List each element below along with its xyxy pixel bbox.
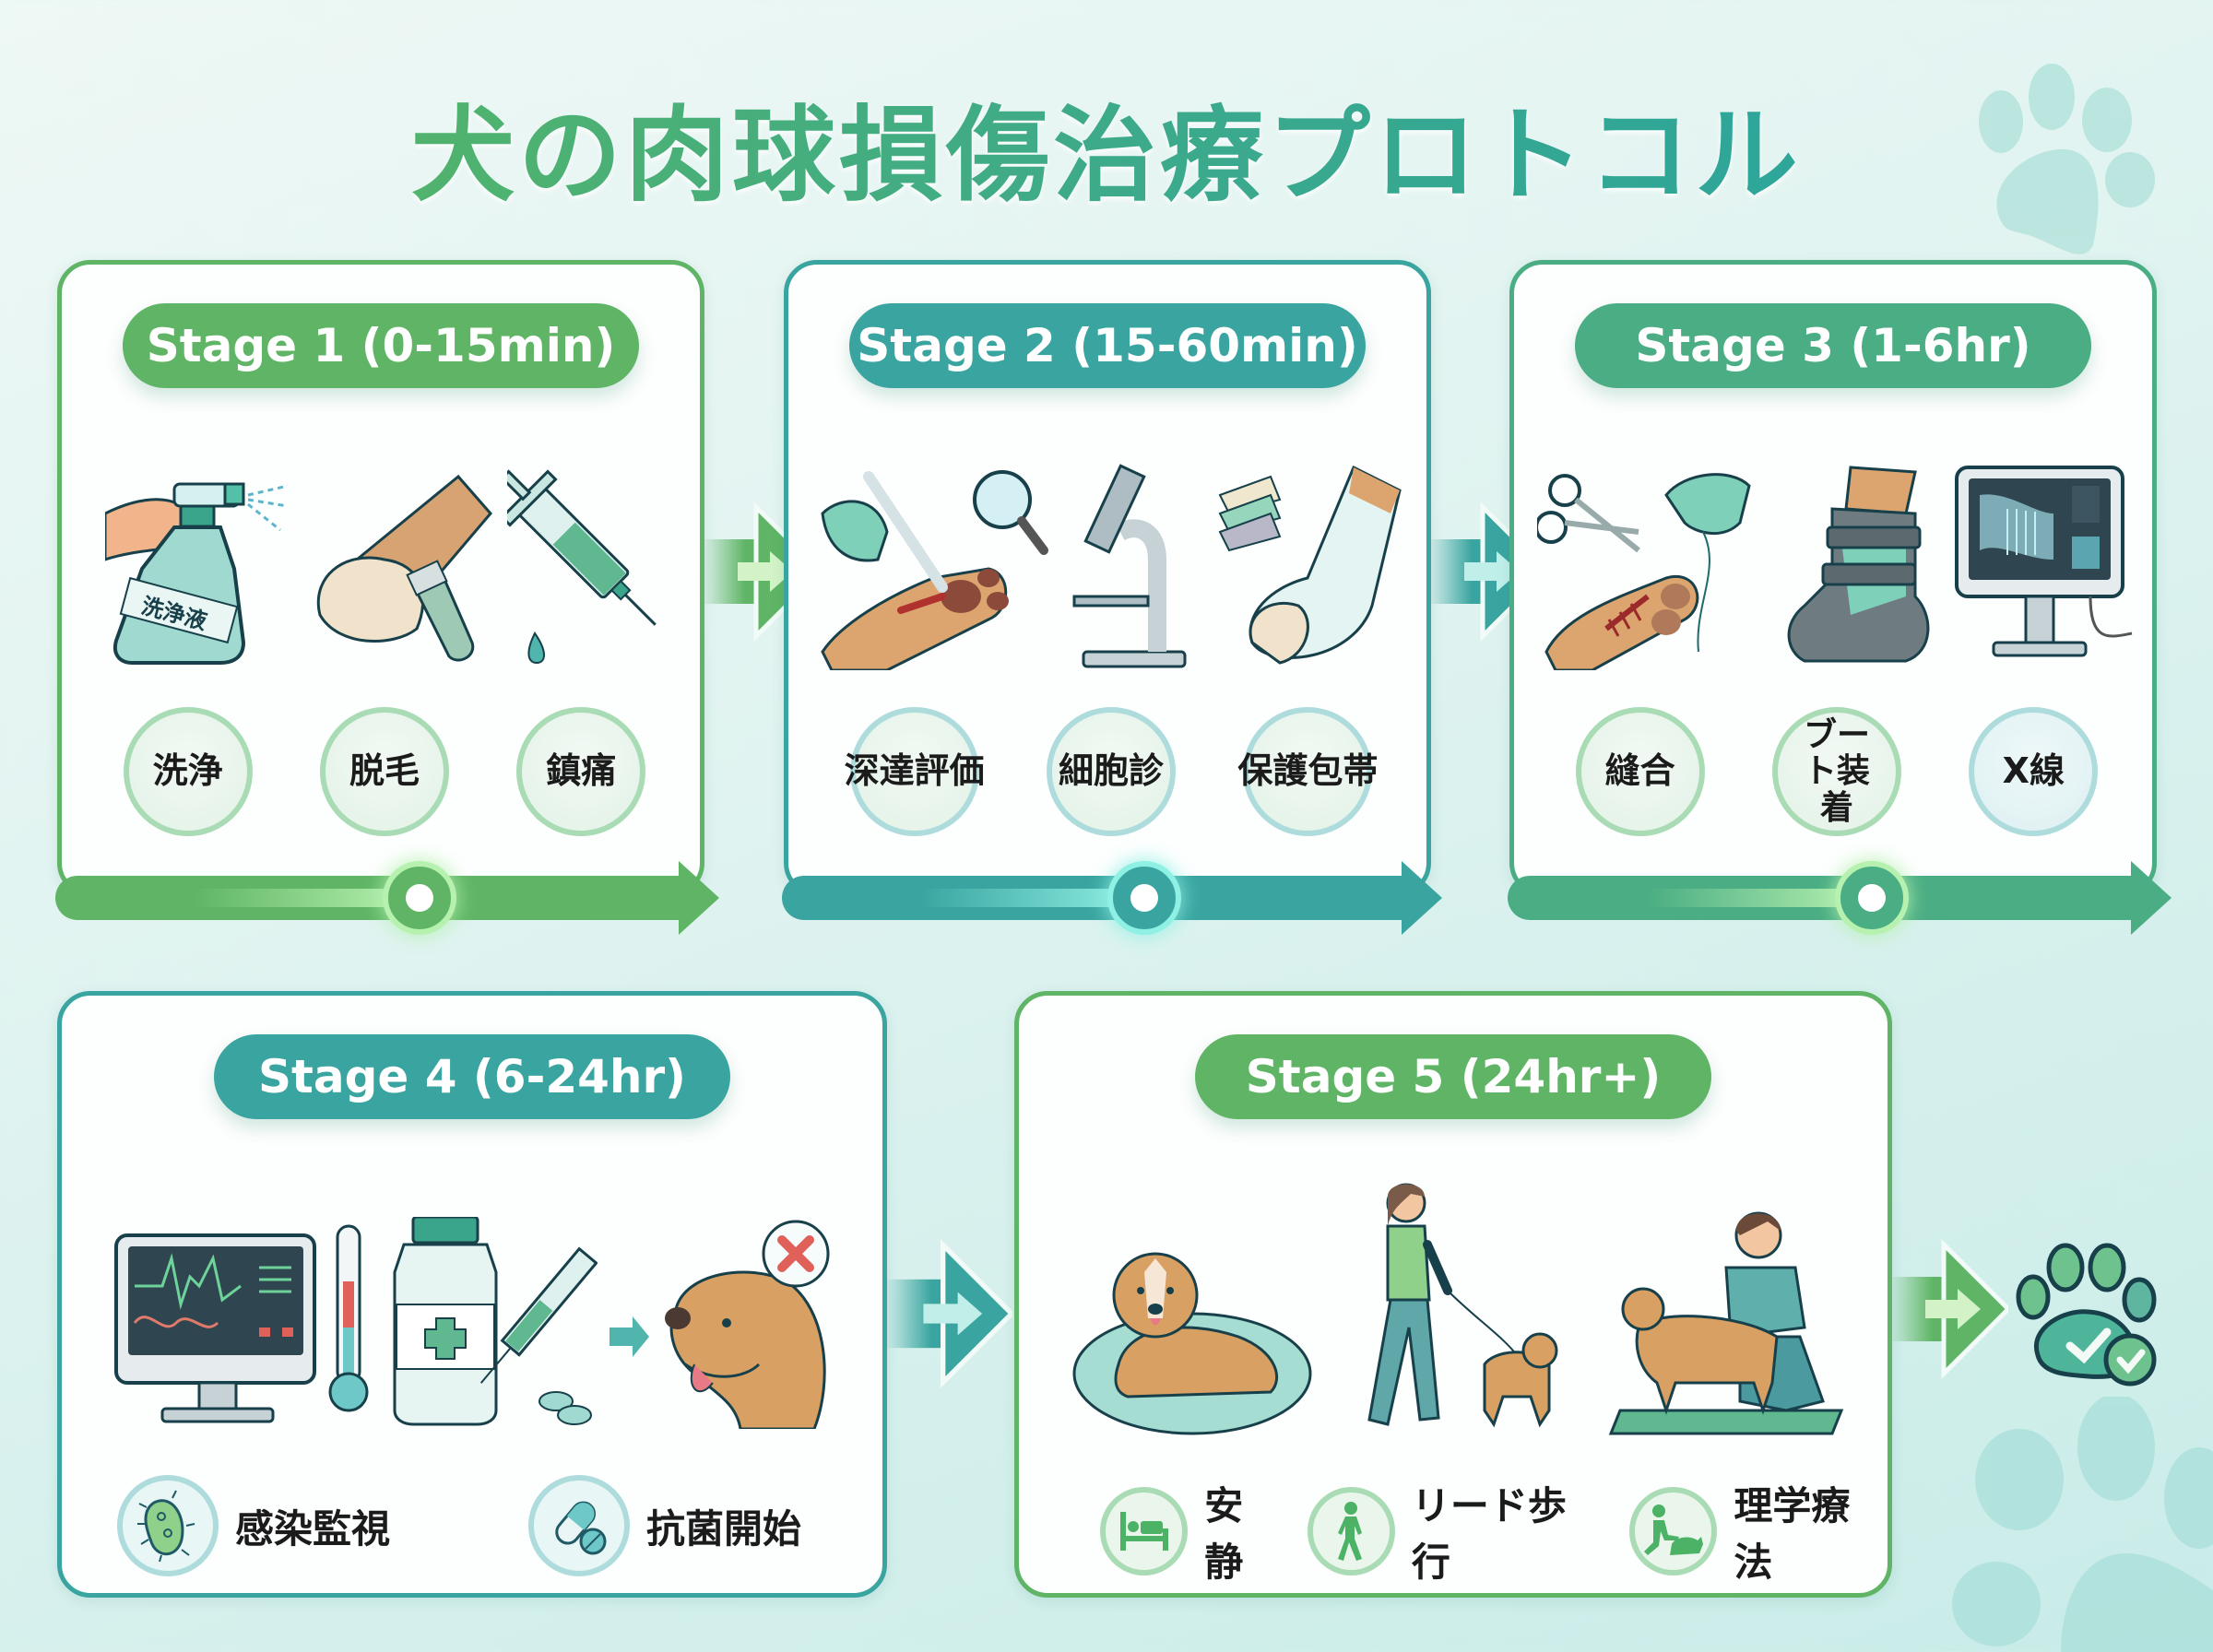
step-label: 安静 [1204, 1483, 1244, 1585]
walking-icon [1338, 1502, 1363, 1561]
paw-wound-probe-icon [820, 470, 1048, 670]
stage-5-card: Stage 5 (24hr+) [1014, 991, 1892, 1598]
step-leash-walking: リード歩行 [1307, 1475, 1604, 1587]
physical-therapy-icon [1643, 1504, 1703, 1555]
step-cytology: 細胞診 [1046, 707, 1176, 836]
step-hair-removal: 脱毛 [319, 707, 449, 836]
stage-2-progress-bar [782, 861, 1442, 935]
step-rest: 安静 [1100, 1475, 1282, 1587]
page-title: 犬の肉球損傷治療プロトコル [0, 72, 2213, 221]
bed-icon [1119, 1512, 1168, 1551]
arrow-right-icon [1888, 1238, 2008, 1380]
spray-bottle-icon: 洗浄液 [104, 482, 288, 665]
step-label: 抗菌開始 [646, 1505, 802, 1552]
stage-3-label: Stage 3 (1-6hr) [1575, 303, 2091, 388]
step-depth-assessment: 深達評価 [845, 707, 985, 836]
pill-icon [555, 1501, 607, 1555]
stage-4-card: Stage 4 (6-24hr) [57, 991, 887, 1598]
paw-check-icon [2016, 1243, 2157, 1386]
syringe-icon [507, 469, 657, 665]
stage-1-progress-bar [55, 861, 719, 935]
step-antibiotic-start: 抗菌開始 [528, 1475, 801, 1576]
arrow-small-icon [609, 1316, 649, 1357]
step-infection-monitoring: 感染監視 [117, 1475, 390, 1576]
step-label: リード歩行 [1411, 1483, 1567, 1585]
step-xray: X線 [1969, 707, 2099, 836]
therapist-with-dog-icon [1608, 1211, 1843, 1435]
stage-1-card: Stage 1 (0-15min) 洗浄液 [57, 260, 704, 896]
step-boot-fitting: ブート装着 [1771, 707, 1901, 836]
paw-clipper-icon [316, 474, 492, 662]
person-leash-walking-dog-icon [1367, 1183, 1558, 1428]
stage-2-card: Stage 2 (15-60min) 深達評価 細胞診 保護 [784, 260, 1431, 896]
progress-knob [383, 861, 456, 935]
stage-3-progress-bar [1508, 861, 2172, 935]
stage-2-label: Stage 2 (15-60min) [849, 303, 1366, 388]
stage-5-label: Stage 5 (24hr+) [1195, 1034, 1711, 1119]
dog-head-no-licking-icon [665, 1220, 830, 1429]
progress-knob [1107, 861, 1181, 935]
arrow-right-icon [883, 1239, 1012, 1388]
step-cleaning: 洗浄 [123, 707, 253, 836]
bandaged-paw-icon [1218, 465, 1402, 665]
step-physical-therapy: 理学療法 [1629, 1475, 1888, 1587]
protective-boot-icon [1787, 466, 1930, 663]
stage-4-label: Stage 4 (6-24hr) [214, 1034, 730, 1119]
stage-3-card: Stage 3 (1-6hr) [1509, 260, 2157, 896]
step-label: 感染監視 [235, 1505, 391, 1552]
stage-1-label: Stage 1 (0-15min) [123, 303, 639, 388]
step-suture: 縫合 [1575, 707, 1705, 836]
step-label: 理学療法 [1734, 1483, 1851, 1585]
microscope-icon [1072, 464, 1187, 668]
step-analgesia: 鎮痛 [516, 707, 646, 836]
progress-knob [1835, 861, 1909, 935]
medicine-bottle-syringe-icon [393, 1217, 598, 1426]
suture-paw-icon [1537, 473, 1751, 670]
background-paw-icon [1952, 1397, 2213, 1652]
xray-monitor-icon [1955, 466, 2133, 657]
vital-monitor-thermometer-icon [113, 1224, 369, 1423]
step-protective-bandage: 保護包帯 [1237, 707, 1378, 836]
background-paw-icon [1979, 64, 2155, 254]
dog-resting-on-bed-icon [1072, 1252, 1312, 1435]
bacteria-icon [137, 1490, 195, 1563]
